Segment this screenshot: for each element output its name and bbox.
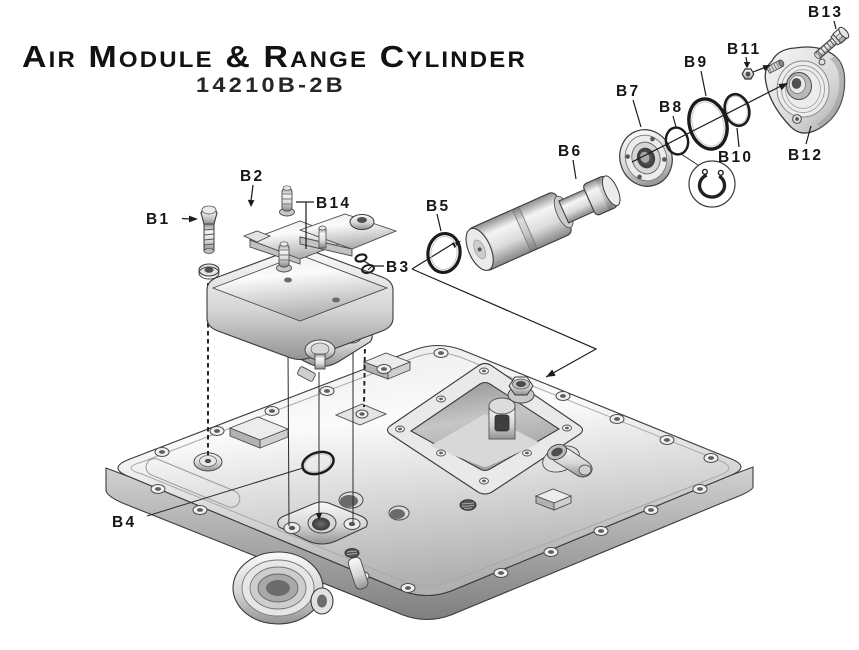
part-b5-oring	[426, 231, 462, 275]
label-b10: B10	[718, 149, 753, 166]
callouts: B1 B2 B3 B4 B5 B6 B7 B8 B9 B10 B11 B12 B…	[112, 4, 843, 531]
leader-b3	[363, 260, 384, 271]
plate-bolt-boss	[193, 452, 223, 472]
assembly-axis-arrow	[631, 83, 788, 163]
plate-mounting-pad	[277, 501, 368, 545]
cover-vent-stud	[765, 59, 785, 74]
label-b8: B8	[659, 99, 683, 116]
plate-oval-holes	[338, 491, 410, 521]
plate-bearing-boss	[232, 551, 369, 625]
leader-b7	[632, 99, 642, 128]
part-b9-oring	[687, 97, 729, 151]
part-b1-washer	[198, 263, 220, 280]
plate-clip-tab	[534, 488, 573, 511]
leader-b12	[805, 125, 812, 145]
nut-to-cover-arrow	[752, 65, 771, 73]
label-b4: B4	[112, 514, 136, 531]
module-body-top	[211, 254, 389, 322]
fitting-lower	[276, 241, 292, 273]
fitting-upper	[279, 185, 295, 217]
leader-b8	[672, 115, 677, 128]
leader-lines-module-mount	[287, 345, 354, 527]
module-pin	[318, 225, 327, 249]
label-b14: B14	[316, 195, 351, 212]
plate-fitting-pad	[334, 403, 388, 426]
part-b8-snap-ring	[664, 126, 690, 156]
plate-hex-fitting	[507, 376, 535, 404]
leader-b8-detail	[680, 153, 699, 166]
module-valve-stem	[297, 339, 336, 382]
label-b3: B3	[386, 259, 410, 276]
part-b7-bearing-retainer	[619, 129, 673, 187]
leader-b1	[181, 217, 191, 220]
leader-b9	[700, 70, 707, 97]
label-b13: B13	[808, 4, 843, 21]
plate-slot	[145, 458, 241, 508]
part-b14-fittings	[276, 185, 295, 273]
part-b8-detail-balloon	[688, 160, 736, 208]
leader-b10	[736, 127, 740, 148]
label-b1: B1	[146, 211, 170, 228]
part-b13-screw	[814, 26, 850, 60]
leader-b14	[296, 201, 314, 249]
label-b11: B11	[727, 41, 761, 58]
label-b7: B7	[616, 83, 640, 100]
plate-bolt-holes	[150, 348, 719, 593]
leader-b5	[436, 213, 442, 232]
part-b1-bolt	[198, 205, 220, 280]
label-b2: B2	[240, 168, 264, 185]
leader-b13	[833, 20, 837, 30]
leader-b6	[572, 159, 577, 180]
part-b3-orings	[354, 253, 375, 274]
label-b5: B5	[426, 198, 450, 215]
label-b9: B9	[684, 54, 708, 71]
part-b11-nut	[741, 68, 755, 80]
leader-b2	[250, 184, 254, 202]
label-b6: B6	[558, 143, 582, 160]
part-number: 14210B-2B	[196, 74, 346, 97]
part-transmission-cover-plate	[105, 344, 754, 625]
plate-raised-block	[228, 416, 290, 449]
plate-threaded-hole	[344, 499, 477, 558]
part-b6-piston	[465, 175, 621, 271]
label-b12: B12	[788, 147, 823, 164]
part-b12-range-cylinder-cover	[764, 46, 846, 134]
page-title: Air Module & Range Cylinder	[22, 39, 527, 74]
part-b2-air-module	[206, 185, 398, 382]
leader-b4	[146, 467, 304, 517]
plate-elbow-fitting	[542, 443, 593, 478]
